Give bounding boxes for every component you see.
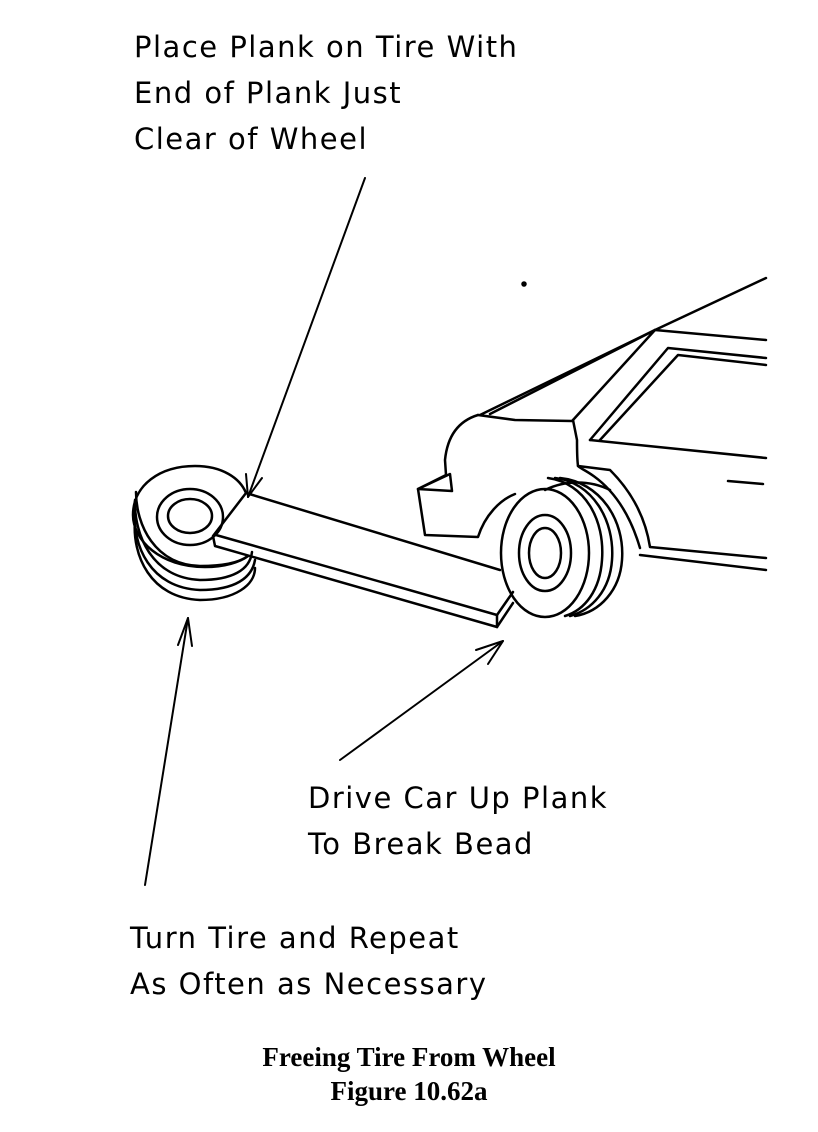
car-sill-line — [638, 553, 768, 572]
figure-caption: Freeing Tire From Wheel Figure 10.62a — [0, 1040, 818, 1108]
plank-end-bottom — [495, 601, 515, 629]
tire-tread-4 — [133, 518, 257, 602]
car-tire-tread-1 — [546, 476, 604, 618]
caption-title: Freeing Tire From Wheel — [262, 1042, 556, 1072]
annotation-line: As Often as Necessary — [130, 967, 488, 1001]
plank-top-far-edge — [244, 491, 502, 572]
annotation-line: Drive Car Up Plank — [308, 781, 609, 815]
car-beltline — [588, 438, 768, 460]
car-tire-tread-2 — [553, 476, 614, 618]
plank-edge — [211, 491, 499, 629]
caption-figure-number: Figure 10.62a — [330, 1076, 488, 1106]
tire-center-hole — [166, 497, 214, 535]
car-wheel — [499, 476, 624, 619]
annotation-turn-tire: Turn Tire and Repeat As Often as Necessa… — [130, 915, 488, 1007]
plank — [211, 491, 515, 629]
tire-tread-1 — [134, 490, 250, 568]
arrowhead-drive-car — [475, 640, 504, 665]
plank-end-edge — [495, 590, 515, 617]
arrowhead-place-plank — [245, 473, 263, 498]
car — [416, 276, 768, 572]
annotation-line: Place Plank on Tire With — [134, 30, 519, 64]
car-roof-line — [653, 328, 768, 342]
car-a-pillar — [571, 328, 657, 422]
tire-top-ellipse — [131, 464, 250, 569]
car-door-handle — [726, 479, 765, 486]
leader-arrows — [144, 177, 504, 886]
car-tire-face — [499, 487, 591, 619]
car-hood-inner — [488, 328, 657, 416]
annotation-line: Turn Tire and Repeat — [130, 921, 460, 955]
car-window-inner — [598, 353, 768, 442]
tire-bead-ring — [155, 487, 225, 547]
annotation-line: End of Plank Just — [134, 76, 403, 110]
tire — [131, 464, 257, 602]
car-tire-tread-3 — [558, 476, 624, 618]
annotation-drive-car: Drive Car Up Plank To Break Bead — [308, 775, 608, 867]
car-rim — [517, 513, 573, 593]
tire-tread-2 — [133, 498, 254, 582]
arrow-place-plank — [247, 177, 366, 498]
car-bumper-notch — [416, 472, 454, 493]
car-cowl-line — [476, 413, 574, 423]
tire-tread-3 — [133, 508, 257, 592]
car-hub — [527, 526, 563, 580]
annotation-line: Clear of Wheel — [134, 122, 369, 156]
annotation-line: To Break Bead — [308, 827, 534, 861]
car-wheel-arch — [576, 464, 642, 550]
car-window-frame — [588, 346, 768, 442]
arrowhead-turn-tire — [177, 617, 193, 647]
car-fender — [416, 413, 517, 539]
arrow-turn-tire — [144, 617, 189, 886]
annotation-place-plank: Place Plank on Tire With End of Plank Ju… — [134, 24, 518, 162]
car-side-lower — [571, 418, 768, 560]
speck — [521, 281, 527, 287]
car-tire-top — [543, 481, 612, 492]
arrow-drive-car — [339, 640, 504, 761]
